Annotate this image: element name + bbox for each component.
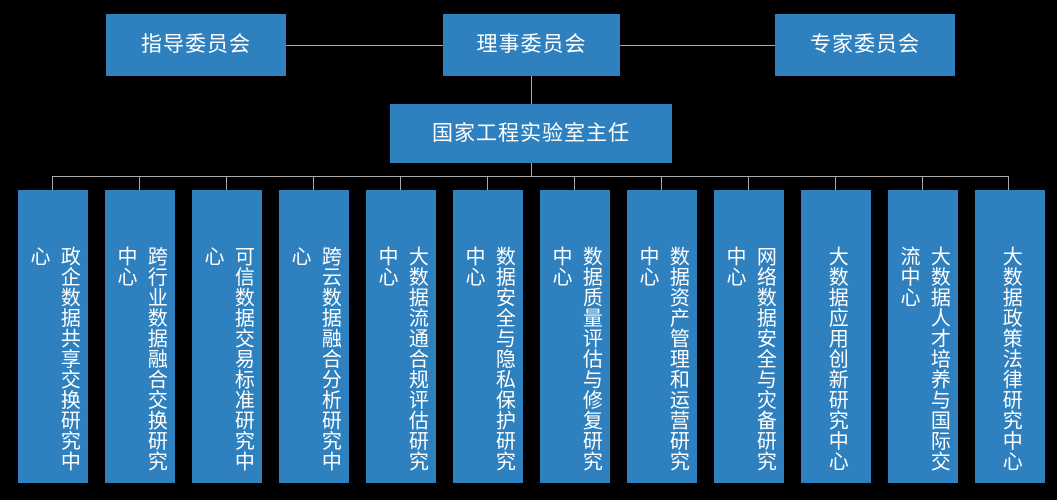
node-center-8[interactable]: 数据资产管理和运营研究中心 — [627, 190, 697, 483]
node-center-8-label: 数据资产管理和运营研究中心 — [636, 246, 689, 472]
connector-board-to-expert — [620, 45, 775, 46]
connector-drop-8 — [661, 176, 662, 190]
connector-board-to-director — [531, 76, 532, 104]
connector-drop-10 — [835, 176, 836, 190]
connector-drop-11 — [922, 176, 923, 190]
node-center-2-label: 跨行业数据融合交换研究中心 — [114, 246, 167, 472]
node-center-9[interactable]: 网络数据安全与灾备研究中心 — [714, 190, 784, 483]
connector-drop-7 — [574, 176, 575, 190]
node-steering-committee-label: 指导委员会 — [141, 33, 251, 57]
node-center-3[interactable]: 可信数据交易标准研究中心 — [192, 190, 262, 483]
connector-drop-3 — [226, 176, 227, 190]
node-center-12[interactable]: 大数据政策法律研究中心 — [975, 190, 1045, 483]
node-center-10-label: 大数据应用创新研究中心 — [825, 246, 848, 472]
node-center-6[interactable]: 数据安全与隐私保护研究中心 — [453, 190, 523, 483]
node-board-committee-label: 理事委员会 — [476, 33, 587, 57]
node-board-committee[interactable]: 理事委员会 — [443, 14, 620, 76]
connector-drop-12 — [1008, 176, 1009, 190]
connector-drop-1 — [52, 176, 53, 190]
node-center-6-label: 数据安全与隐私保护研究中心 — [462, 246, 515, 472]
node-expert-committee[interactable]: 专家委员会 — [775, 14, 955, 76]
node-center-7[interactable]: 数据质量评估与修复研究中心 — [540, 190, 610, 483]
connector-director-to-bus — [531, 163, 532, 177]
connector-drop-2 — [139, 176, 140, 190]
connector-steering-to-board — [286, 45, 443, 46]
node-center-3-label: 可信数据交易标准研究中心 — [201, 246, 254, 472]
node-center-9-label: 网络数据安全与灾备研究中心 — [723, 246, 776, 472]
node-center-12-label: 大数据政策法律研究中心 — [999, 246, 1022, 472]
connector-drop-6 — [487, 176, 488, 190]
node-center-1[interactable]: 政企数据共享交换研究中心 — [18, 190, 88, 483]
node-center-11[interactable]: 大数据人才培养与国际交流中心 — [888, 190, 958, 483]
connector-drop-4 — [313, 176, 314, 190]
connector-drop-5 — [400, 176, 401, 190]
node-center-1-label: 政企数据共享交换研究中心 — [27, 246, 80, 472]
node-steering-committee[interactable]: 指导委员会 — [106, 14, 286, 76]
node-center-4-label: 跨云数据融合分析研究中心 — [288, 246, 341, 472]
node-center-5[interactable]: 大数据流通合规评估研究中心 — [366, 190, 436, 483]
node-center-11-label: 大数据人才培养与国际交流中心 — [897, 246, 950, 472]
node-center-2[interactable]: 跨行业数据融合交换研究中心 — [105, 190, 175, 483]
node-lab-director-label: 国家工程实验室主任 — [432, 121, 630, 145]
node-center-5-label: 大数据流通合规评估研究中心 — [375, 246, 428, 472]
node-center-4[interactable]: 跨云数据融合分析研究中心 — [279, 190, 349, 483]
connector-bus-line — [52, 176, 1009, 177]
node-lab-director[interactable]: 国家工程实验室主任 — [390, 104, 672, 163]
node-center-10[interactable]: 大数据应用创新研究中心 — [801, 190, 871, 483]
connector-drop-9 — [748, 176, 749, 190]
node-center-7-label: 数据质量评估与修复研究中心 — [549, 246, 602, 472]
node-expert-committee-label: 专家委员会 — [810, 33, 920, 57]
